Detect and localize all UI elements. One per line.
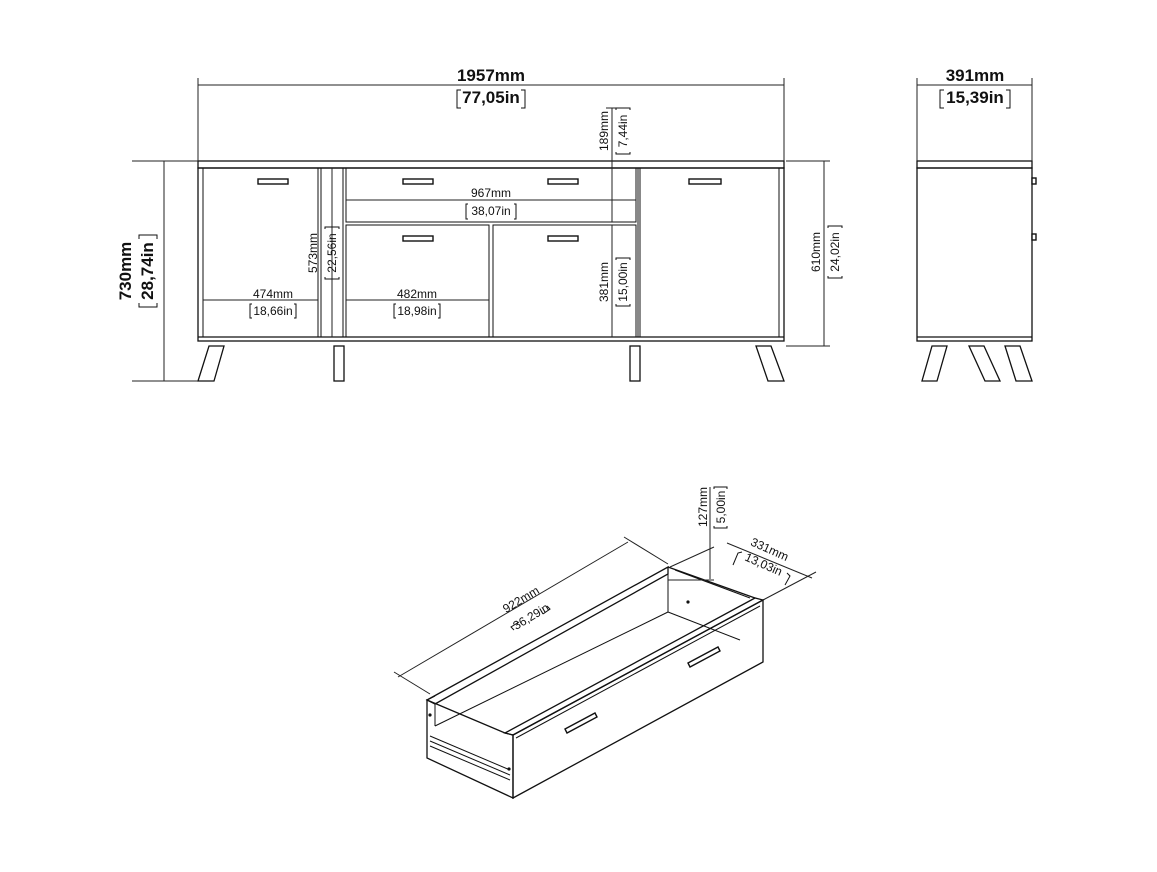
side-top-slab	[916, 160, 1033, 169]
center-right-door-handle	[547, 235, 579, 242]
drawer-handle-front	[564, 712, 598, 734]
side-view: 391mm 15,39in	[916, 66, 1037, 382]
overall-width-mm: 1957mm	[457, 66, 525, 85]
drawer-height-in: 5,00in	[714, 491, 728, 524]
center-right-door	[492, 224, 637, 338]
top-drawer	[345, 167, 637, 223]
drawer-iso-view: 922mm 36,29in 127mm 5,00in 331mm 13,03in	[393, 486, 817, 800]
side-leg-mid	[967, 345, 1002, 382]
lower-door-height-mm: 381mm	[597, 262, 611, 302]
overall-height-mm: 730mm	[116, 242, 135, 301]
left-door-width-mm: 474mm	[253, 287, 293, 301]
drawer-front-panel	[512, 598, 764, 800]
top-slab	[197, 160, 785, 169]
right-door	[639, 167, 780, 338]
side-depth-mm: 391mm	[946, 66, 1005, 85]
side-leg-front	[921, 345, 948, 382]
side-handle-top	[1031, 177, 1037, 185]
center-left-door-handle	[402, 235, 434, 242]
right-door-handle	[688, 178, 722, 185]
center-width-mm: 967mm	[471, 186, 511, 200]
center-door-width-mm: 482mm	[397, 287, 437, 301]
center-left-door	[345, 224, 490, 338]
front-leg-inner-right	[629, 345, 641, 382]
left-door-width-in: 18,66in	[253, 304, 292, 318]
door-height-mm: 573mm	[306, 233, 320, 273]
front-leg-left	[197, 345, 225, 382]
top-drawer-handle-right	[547, 178, 579, 185]
front-leg-right	[755, 345, 785, 382]
front-leg-inner-left	[333, 345, 345, 382]
top-drawer-height-mm: 189mm	[597, 111, 611, 151]
side-handle-bottom	[1031, 233, 1037, 241]
side-leg-back	[1004, 345, 1033, 382]
top-drawer-height-in: 7,44in	[616, 115, 630, 148]
drawer-side-panel	[426, 699, 514, 800]
overall-height-in: 28,74in	[138, 242, 157, 300]
overall-width-in: 77,05in	[462, 88, 520, 107]
drawer-handle-rear	[687, 646, 721, 668]
body-height-in: 24,02in	[828, 232, 842, 271]
lower-door-height-in: 15,00in	[616, 262, 630, 301]
side-depth-in: 15,39in	[946, 88, 1004, 107]
top-drawer-handle-left	[402, 178, 434, 185]
door-height-in: 22,56in	[325, 233, 339, 272]
drawer-back-top	[425, 565, 669, 705]
body-height-mm: 610mm	[809, 232, 823, 272]
center-width-in: 38,07in	[471, 204, 510, 218]
center-door-width-in: 18,98in	[397, 304, 436, 318]
side-carcass	[916, 167, 1033, 342]
drawer-height-mm: 127mm	[696, 487, 710, 527]
left-door-handle	[257, 178, 289, 185]
front-view: 1957mm 77,05in 730mm 28,74in 189mm 7,44i…	[116, 66, 843, 382]
left-door	[202, 167, 319, 338]
